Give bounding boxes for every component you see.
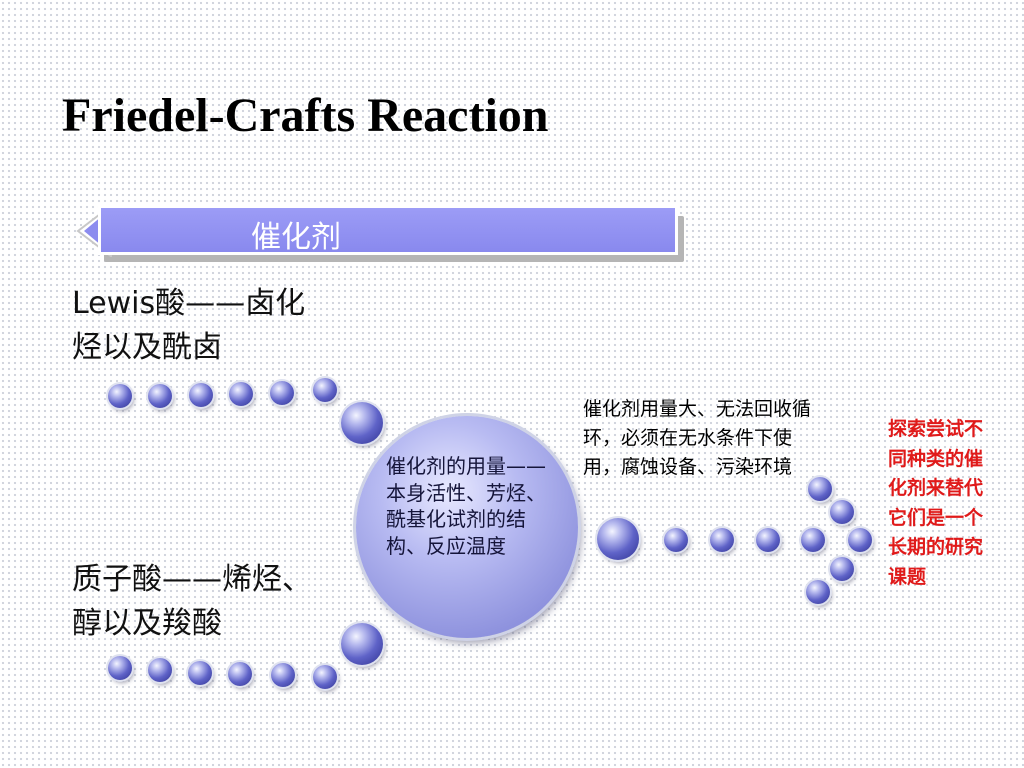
lewis-acid-label: Lewis酸——卤化 烃以及酰卤 (72, 282, 305, 370)
bead-right-large (597, 518, 639, 560)
center-circle (356, 416, 578, 638)
bead-top-6 (313, 378, 337, 402)
conclusion-note: 探索尝试不同种类的催化剂来替代它们是一个长期的研究课题 (888, 418, 984, 588)
bead-arrow-2 (830, 500, 854, 524)
bead-top-1 (108, 384, 132, 408)
lewis-acid-line-1: Lewis酸——卤化 (72, 286, 306, 321)
bead-bottom-5 (271, 663, 295, 687)
bead-top-4 (229, 382, 253, 406)
bead-right-2 (710, 528, 734, 552)
center-factors-text: 催化剂的用量——本身活性、芳烃、酰基化试剂的结构、反应温度 (386, 454, 546, 558)
bead-right-1 (664, 528, 688, 552)
bead-top-5 (270, 381, 294, 405)
bead-bottom-4 (228, 662, 252, 686)
bead-bottom-large (341, 623, 383, 665)
catalyst-banner: 催化剂 (98, 205, 678, 255)
protonic-acid-line-2: 醇以及羧酸 (72, 606, 222, 641)
lewis-acid-line-2: 烃以及酰卤 (72, 330, 222, 365)
bead-bottom-2 (148, 658, 172, 682)
bead-bottom-3 (188, 661, 212, 685)
slide-title: Friedel-Crafts Reaction (62, 89, 549, 142)
banner-label: 催化剂 (251, 220, 341, 255)
drawback-note: 催化剂用量大、无法回收循环，必须在无水条件下使用，腐蚀设备、污染环境 (583, 398, 812, 478)
bead-top-large (341, 402, 383, 444)
bead-right-3 (756, 528, 780, 552)
bead-top-3 (189, 383, 213, 407)
protonic-acid-line-1: 质子酸——烯烃、 (72, 562, 312, 597)
bead-top-2 (148, 384, 172, 408)
bead-bottom-6 (313, 665, 337, 689)
protonic-acid-label: 质子酸——烯烃、 醇以及羧酸 (72, 558, 312, 646)
bead-arrow-tip (848, 528, 872, 552)
bead-arrow-4 (806, 580, 830, 604)
bead-arrow-3 (830, 557, 854, 581)
bead-bottom-1 (108, 656, 132, 680)
bead-arrow-1 (808, 477, 832, 501)
bead-right-4 (801, 528, 825, 552)
